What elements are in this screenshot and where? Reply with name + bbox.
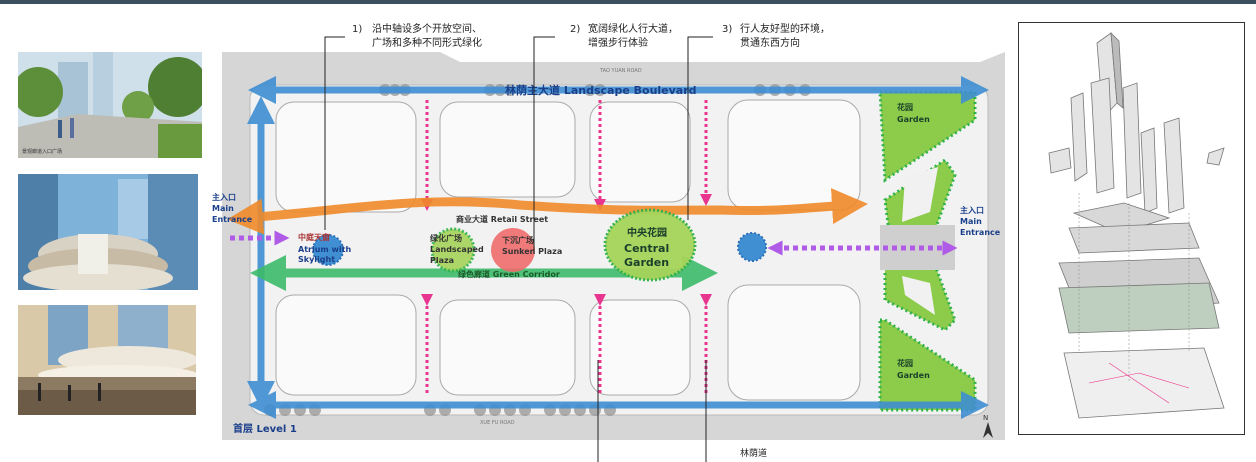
- boulevard-label: 林荫主大道 Landscape Boulevard: [505, 83, 697, 97]
- photo-atrium: [18, 174, 198, 290]
- landscaped-plaza-circle: [430, 227, 476, 273]
- landscape-boulevard-arrows: [247, 76, 989, 419]
- atrium-en2: Skylight: [298, 255, 335, 264]
- garden-bottom-cn: 花园: [897, 358, 913, 368]
- atrium-circle: [312, 234, 344, 266]
- callout-3-line2: 贯通东西方向: [740, 36, 800, 49]
- central-garden-circle: [603, 208, 697, 282]
- callout-1-line1: 沿中轴设多个开放空间、: [372, 22, 482, 35]
- callout-3-num: 3): [722, 24, 732, 35]
- central-cn: 中央花园: [627, 226, 667, 239]
- landscaped-cn: 绿化广场: [430, 233, 462, 243]
- sunken-cn: 下沉广场: [502, 235, 534, 245]
- right-gardens: [878, 90, 977, 412]
- central-en1: Central: [624, 242, 669, 255]
- retail-street-label: 商业大道 Retail Street: [456, 214, 548, 224]
- callout-2-num: 2): [570, 24, 580, 35]
- landscaped-en1: Landscaped: [430, 245, 484, 254]
- north-label: N: [983, 414, 988, 422]
- garden-bottom-en: Garden: [897, 371, 930, 380]
- north-arrow-icon: [983, 422, 993, 438]
- central-en2: Garden: [624, 256, 669, 269]
- master-plan: 林荫主大道 Landscape Boulevard 商业大道 Retail St…: [212, 22, 1005, 462]
- entrance-right-cn: 主入口: [960, 205, 984, 215]
- atrium-en1: Atrium with: [298, 245, 351, 254]
- entrance-left-en2: Entrance: [212, 215, 253, 224]
- road-top-label: TAO YUAN ROAD: [599, 68, 642, 74]
- atrium-cn: 中庭天窗: [298, 232, 330, 242]
- bottom-road-label: 林荫道: [740, 447, 767, 459]
- callout-lines: [324, 36, 713, 462]
- photo-retail-street: [18, 305, 196, 415]
- sunken-plaza-circle: [491, 228, 535, 272]
- garden-top-en: Garden: [897, 115, 930, 124]
- entrance-right-en2: Entrance: [960, 228, 1001, 237]
- building-footprints: [275, 99, 861, 401]
- east-atrium-circle: [737, 232, 767, 262]
- level-label: 首层 Level 1: [233, 422, 297, 435]
- road-bottom-label: XUE FU ROAD: [480, 420, 515, 426]
- exploded-axonometric-panel: [1018, 22, 1245, 435]
- entrance-left-en1: Main: [212, 204, 234, 213]
- photo-plaza: 景观廊道入口广场: [18, 52, 202, 158]
- landscaped-en2: Plaza: [430, 256, 454, 265]
- green-corridor-label: 绿色廊道 Green Corridor: [458, 269, 560, 279]
- exploded-axonometric-diagram: [1048, 31, 1225, 419]
- retail-street-arrow: [227, 188, 868, 235]
- callout-1-line2: 广场和多种不同形式绿化: [372, 36, 482, 49]
- entrance-right-en1: Main: [960, 217, 982, 226]
- entrance-left-cn: 主入口: [212, 192, 236, 202]
- sunken-en: Sunken Plaza: [502, 247, 562, 256]
- garden-top-cn: 花园: [897, 102, 913, 112]
- callout-3-line1: 行人友好型的环境，: [740, 22, 830, 35]
- top-bar: [0, 0, 1256, 4]
- callout-1-num: 1): [352, 24, 362, 35]
- callout-2-line1: 宽阔绿化人行大道，: [588, 22, 678, 35]
- callout-2-line2: 增强步行体验: [588, 36, 648, 49]
- photo-caption: 景观廊道入口广场: [22, 149, 63, 155]
